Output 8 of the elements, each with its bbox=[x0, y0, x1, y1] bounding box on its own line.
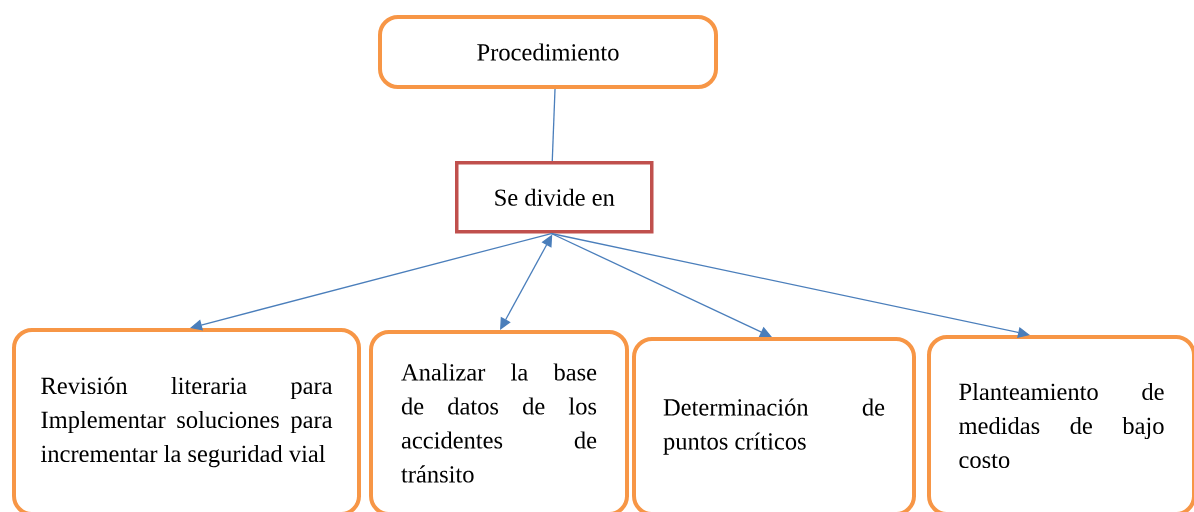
process-box: Revisión literaria para Implementar soluciones para incrementar la seguridad vial bbox=[12, 328, 361, 512]
arrow bbox=[550, 232, 772, 338]
process-box: Determinación de puntos críticos bbox=[632, 337, 916, 512]
process-box: Se divide en bbox=[455, 161, 654, 234]
process-box: Procedimiento bbox=[378, 15, 718, 89]
process-box: Analizar la base de datos de los accidentes de tránsito bbox=[369, 330, 629, 512]
process-box: Planteamiento de medidas de bajo costo bbox=[927, 335, 1194, 512]
arrow bbox=[190, 232, 552, 331]
